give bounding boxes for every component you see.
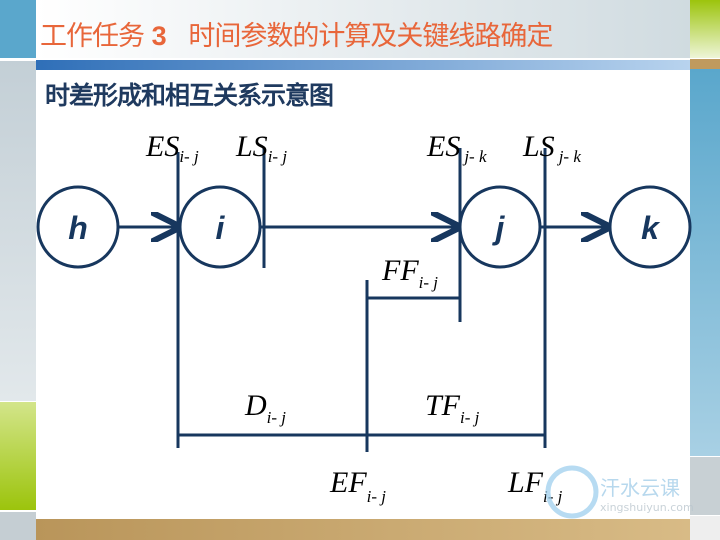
title-prefix: 工作任务 bbox=[40, 21, 145, 52]
decor-strip bbox=[0, 402, 36, 510]
node-h-label: h bbox=[68, 210, 88, 246]
decor-strip bbox=[690, 0, 720, 58]
footer-band bbox=[36, 519, 690, 540]
decor-strip bbox=[690, 59, 720, 69]
decor-strip bbox=[690, 457, 720, 515]
decor-strip bbox=[0, 512, 36, 540]
watermark: 汗水云课 xingshuiyun.com bbox=[545, 465, 694, 519]
node-i-label: i bbox=[216, 210, 226, 246]
slide-subtitle: 时差形成和相互关系示意图 bbox=[45, 81, 334, 110]
header-divider bbox=[36, 60, 690, 70]
label-ls-ij: LSi- j bbox=[235, 130, 287, 166]
watermark-url: xingshuiyun.com bbox=[600, 501, 694, 514]
label-tf-ij: TFi- j bbox=[425, 389, 480, 427]
header-band bbox=[36, 0, 690, 58]
watermark-name: 汗水云课 bbox=[600, 476, 680, 500]
node-j-label: j bbox=[492, 210, 506, 246]
watermark-logo-icon bbox=[545, 465, 599, 519]
slide-title: 工作任务 3 时间参数的计算及关键线路确定 bbox=[40, 14, 553, 53]
title-number: 3 bbox=[151, 21, 167, 51]
label-lf-ij: LFi- j bbox=[507, 466, 563, 506]
title-rest: 时间参数的计算及关键线路确定 bbox=[188, 21, 553, 52]
decor-strip bbox=[690, 69, 720, 456]
label-ff-ij: FFi- j bbox=[381, 254, 438, 292]
label-ef-ij: EFi- j bbox=[329, 466, 386, 506]
node-k-label: k bbox=[641, 210, 661, 246]
label-es-ij: ESi- j bbox=[145, 130, 199, 166]
decor-strip bbox=[0, 61, 36, 401]
label-d-ij: Di- j bbox=[244, 389, 286, 427]
decor-strip bbox=[0, 0, 36, 58]
decor-strip bbox=[690, 516, 720, 540]
